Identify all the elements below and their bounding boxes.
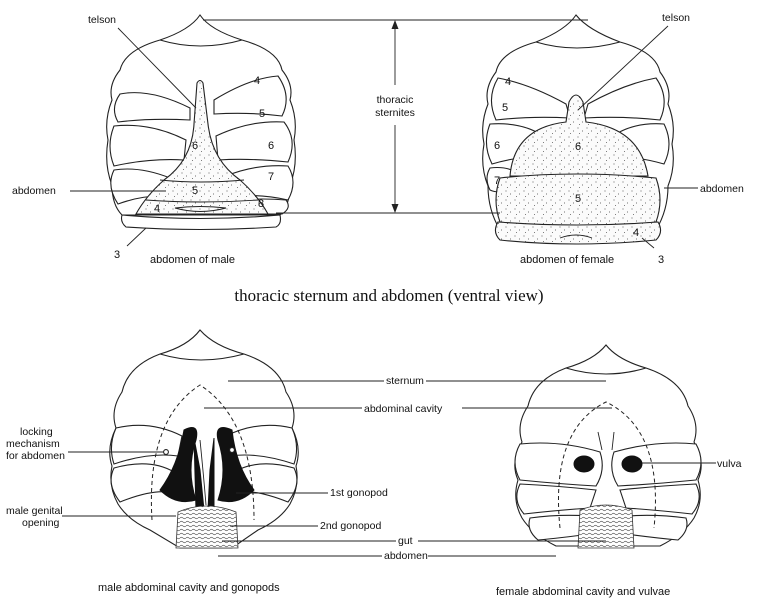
female-number-7: 7 bbox=[494, 175, 500, 187]
locking-mechanism-label-3: for abdomen bbox=[6, 450, 65, 462]
segment-3-female-label: 3 bbox=[658, 254, 664, 266]
thoracic-sternites-label-2: sternites bbox=[375, 107, 415, 119]
locking-mechanism-label-2: mechanism bbox=[6, 438, 60, 450]
male-abdomen-number-6: 6 bbox=[192, 140, 198, 152]
female-number-6: 6 bbox=[494, 140, 500, 152]
second-gonopod-label: 2nd gonopod bbox=[320, 520, 381, 532]
female-abdomen-number-5: 5 bbox=[575, 193, 581, 205]
locking-mechanism-label-1: locking bbox=[20, 426, 53, 438]
genital-opening-label-1: male genital bbox=[6, 505, 63, 517]
male-sternum-drawing bbox=[107, 15, 296, 230]
vulva-label: vulva bbox=[717, 458, 742, 470]
abdomen-female-label: abdomen bbox=[700, 183, 744, 195]
male-number-8: 8 bbox=[258, 198, 264, 210]
sternum-label: sternum bbox=[386, 375, 424, 387]
figure-title: thoracic sternum and abdomen (ventral vi… bbox=[234, 286, 543, 305]
female-number-5: 5 bbox=[502, 102, 508, 114]
segment-3-male-label: 3 bbox=[114, 249, 120, 261]
abdominal-cavity-label: abdominal cavity bbox=[364, 403, 443, 415]
first-gonopod-label: 1st gonopod bbox=[330, 487, 388, 499]
male-number-6: 6 bbox=[268, 140, 274, 152]
female-sternum-drawing bbox=[483, 15, 674, 244]
female-abdomen-number-4: 4 bbox=[633, 227, 639, 239]
male-number-4: 4 bbox=[254, 75, 260, 87]
male-number-5: 5 bbox=[259, 108, 265, 120]
male-abdomen-number-4: 4 bbox=[154, 203, 160, 215]
telson-male-label: telson bbox=[88, 14, 116, 26]
male-number-7: 7 bbox=[268, 171, 274, 183]
male-cavity-drawing bbox=[110, 330, 299, 548]
abdomen-male-label: abdomen bbox=[12, 185, 56, 197]
abdomen-label: abdomen bbox=[384, 550, 428, 562]
female-cavity-drawing bbox=[515, 345, 701, 548]
caption-female-abdomen: abdomen of female bbox=[520, 254, 614, 266]
caption-male-cavity: male abdominal cavity and gonopods bbox=[98, 582, 280, 594]
male-abdomen-number-5: 5 bbox=[192, 185, 198, 197]
female-abdomen-number-6: 6 bbox=[575, 141, 581, 153]
gut-label: gut bbox=[398, 535, 413, 547]
thoracic-sternites-label-1: thoracic bbox=[377, 94, 414, 106]
caption-female-cavity: female abdominal cavity and vulvae bbox=[496, 586, 670, 598]
female-number-4: 4 bbox=[505, 76, 511, 88]
genital-opening-label-2: opening bbox=[22, 517, 60, 529]
caption-male-abdomen: abdomen of male bbox=[150, 254, 235, 266]
telson-female-label: telson bbox=[662, 12, 690, 24]
